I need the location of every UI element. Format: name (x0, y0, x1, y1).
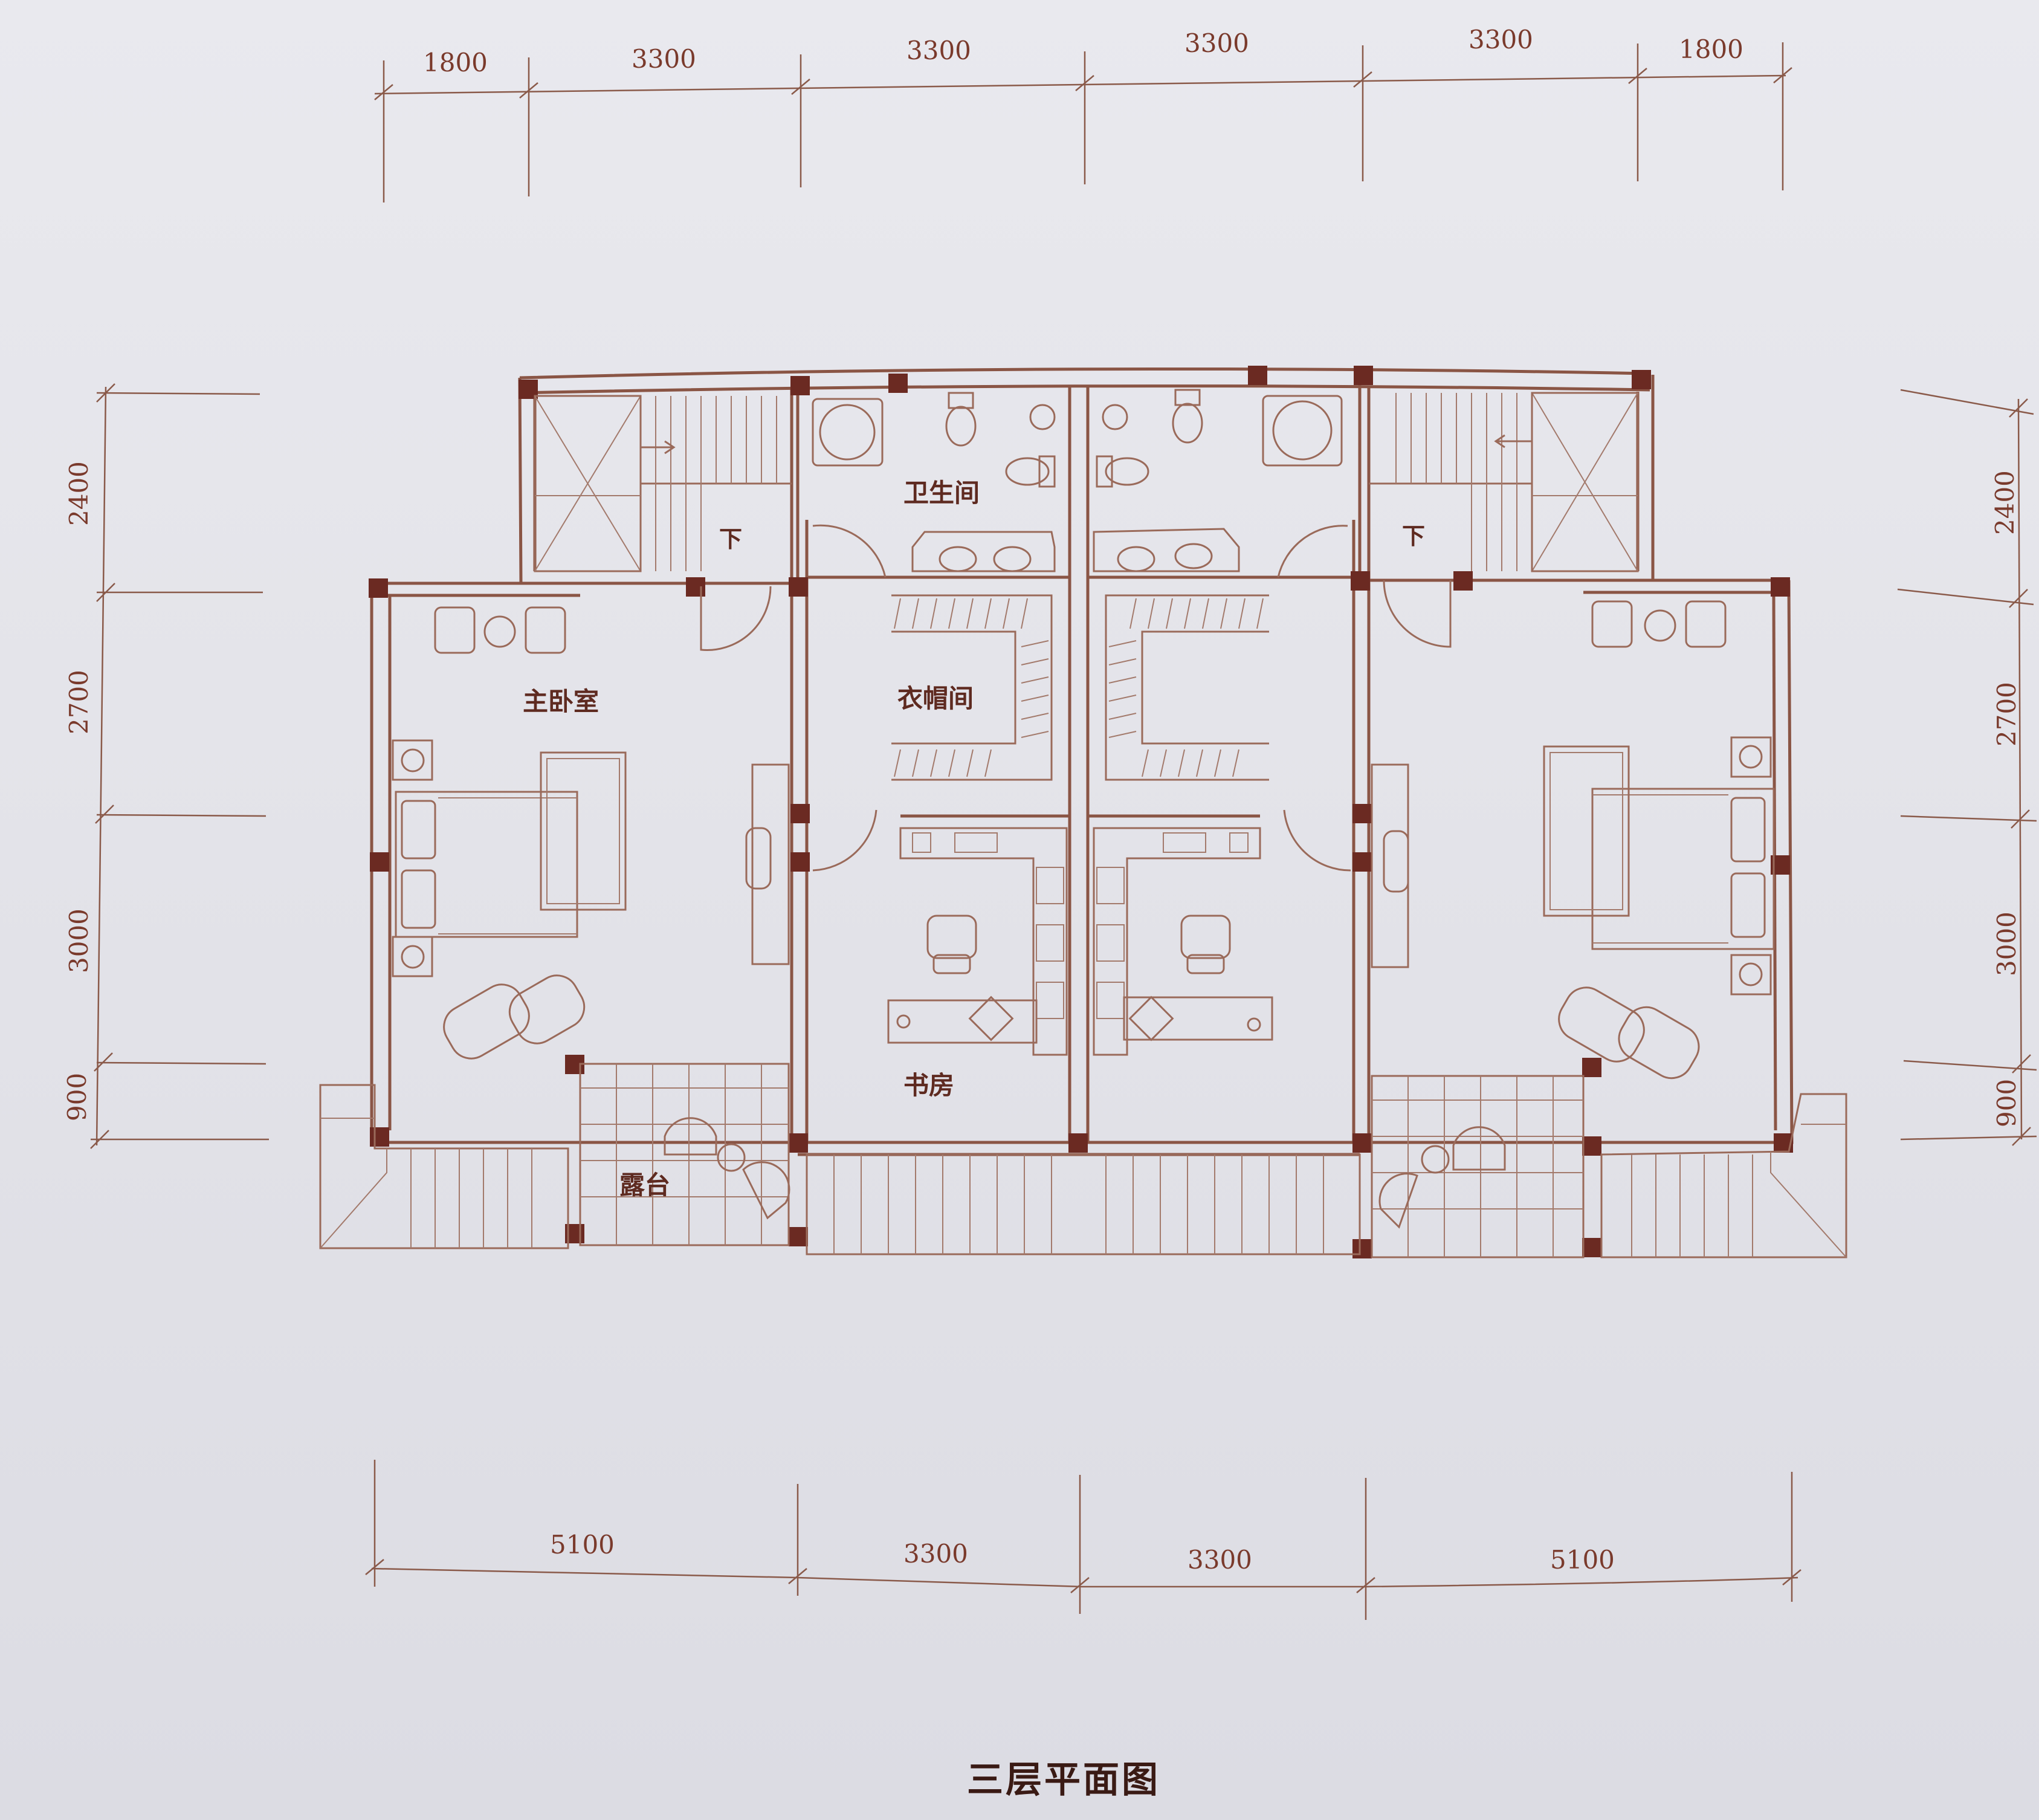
dim-left-4: 900 (62, 1073, 92, 1121)
dim-top-4: 3300 (1184, 28, 1249, 58)
outer-walls (370, 367, 1794, 1156)
room-label-closet: 衣帽间 (897, 684, 974, 713)
right-study-furniture (1093, 827, 1273, 1056)
dim-right-4: 900 (1992, 1079, 2021, 1127)
right-stair-down-label: 下 (1402, 523, 1425, 549)
left-study-furniture (887, 827, 1068, 1056)
left-bedroom-tv-cabinet (745, 763, 790, 965)
dim-left-3: 3000 (64, 908, 94, 973)
right-master-bedroom-furniture (1543, 600, 1775, 1080)
dim-bottom-4: 5100 (1550, 1545, 1615, 1575)
dim-top-5: 3300 (1469, 25, 1533, 54)
drawing-title: 三层平面图 (967, 1759, 1160, 1801)
dim-top-6: 1800 (1679, 34, 1743, 64)
dim-top-2: 3300 (632, 44, 696, 74)
top-dimension-chain: 1800 3300 3300 3300 3300 1800 (374, 25, 1792, 202)
left-dimension-chain: 2400 2700 3000 900 (62, 383, 269, 1149)
structural-columns (369, 366, 1793, 1258)
right-bathroom-fixtures (1093, 389, 1343, 572)
front-balcony (806, 1153, 1361, 1255)
dim-left-1: 2400 (64, 461, 94, 526)
dim-top-1: 1800 (423, 48, 488, 77)
left-stair-down-label: 下 (719, 526, 742, 552)
room-label-study: 书房 (903, 1070, 954, 1100)
dim-right-1: 2400 (1990, 470, 2020, 535)
dim-right-2: 2700 (1992, 682, 2021, 746)
right-dimension-chain: 2400 2700 3000 900 (1897, 389, 2037, 1146)
room-label-terrace: 露台 (619, 1170, 670, 1200)
dim-bottom-2: 3300 (903, 1539, 968, 1569)
left-closet (891, 594, 1053, 781)
right-closet (1105, 594, 1269, 781)
dim-left-2: 2700 (64, 670, 94, 734)
room-label-bathroom: 卫生间 (903, 478, 980, 508)
dim-bottom-3: 3300 (1188, 1545, 1252, 1575)
dim-right-3: 3000 (1992, 912, 2021, 976)
right-staircase (1369, 392, 1639, 572)
left-bathroom-fixtures (812, 392, 1056, 572)
right-terrace (1371, 1075, 1847, 1258)
left-master-bedroom-furniture (392, 606, 627, 1060)
dim-bottom-1: 5100 (550, 1530, 615, 1559)
dim-top-3: 3300 (906, 36, 971, 65)
room-label-master-bedroom: 主卧室 (523, 687, 599, 716)
door-swings (700, 524, 1452, 872)
right-bedroom-tv-cabinet (1371, 763, 1409, 968)
left-terrace (319, 1063, 790, 1249)
bottom-dimension-chain: 5100 3300 3300 5100 (365, 1460, 1801, 1620)
left-staircase (534, 395, 792, 572)
